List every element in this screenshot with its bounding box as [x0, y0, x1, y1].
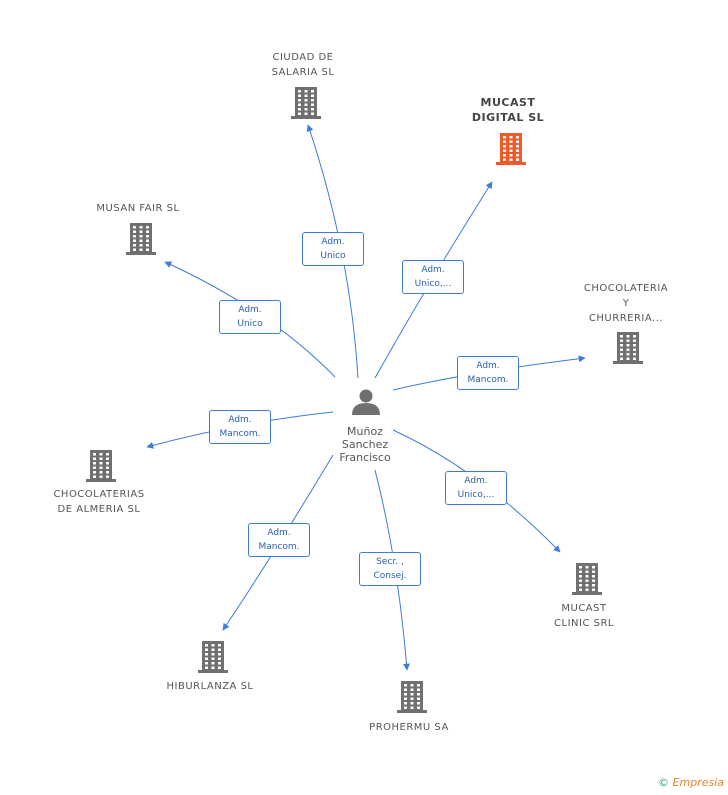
building-icon — [198, 641, 228, 673]
edge-label-chocolateria-y-churreria: Adm. Mancom. — [457, 356, 519, 390]
company-label-chocolaterias-de-almeria-sl[interactable]: CHOCOLATERIAS DE ALMERIA SL — [53, 489, 145, 515]
person-label[interactable]: Muñoz Sanchez Francisco — [339, 425, 391, 464]
edge-label-musan-fair-sl: Adm. Unico — [219, 300, 281, 334]
edge-label-chocolaterias-de-almeria-sl: Adm. Mancom. — [209, 410, 271, 444]
edge-label-mucast-digital-sl: Adm. Unico,... — [402, 260, 464, 294]
edge-label-mucast-clinic-srl: Adm. Unico,... — [445, 471, 507, 505]
company-label-musan-fair-sl[interactable]: MUSAN FAIR SL — [96, 203, 180, 214]
footer-brand: © Empresia — [658, 776, 724, 789]
company-label-mucast-digital-sl[interactable]: MUCAST DIGITAL SL — [471, 96, 545, 124]
person-icon — [352, 389, 380, 415]
company-label-mucast-clinic-srl[interactable]: MUCAST CLINIC SRL — [554, 603, 614, 629]
building-icon — [572, 563, 602, 595]
edge-label-hiburlanza-sl: Adm. Mancom. — [248, 523, 310, 557]
building-icon — [397, 681, 427, 713]
company-label-prohermu-sa[interactable]: PROHERMU SA — [369, 722, 449, 733]
building-icon — [613, 332, 643, 364]
brand-name: Empresia — [672, 776, 724, 789]
building-icon — [126, 223, 156, 255]
company-label-hiburlanza-sl[interactable]: HIBURLANZA SL — [166, 681, 254, 692]
edge-label-prohermu-sa: Secr. , Consej. — [359, 552, 421, 586]
building-icon — [496, 133, 526, 165]
copyright-symbol: © — [658, 776, 670, 789]
building-icon — [291, 87, 321, 119]
company-label-chocolateria-y-churreria[interactable]: CHOCOLATERIA Y CHURRERIA... — [583, 283, 669, 324]
edge-label-ciudad-de-salaria-sl: Adm. Unico — [302, 232, 364, 266]
company-label-ciudad-de-salaria-sl[interactable]: CIUDAD DE SALARIA SL — [271, 52, 335, 78]
building-icon — [86, 450, 116, 482]
